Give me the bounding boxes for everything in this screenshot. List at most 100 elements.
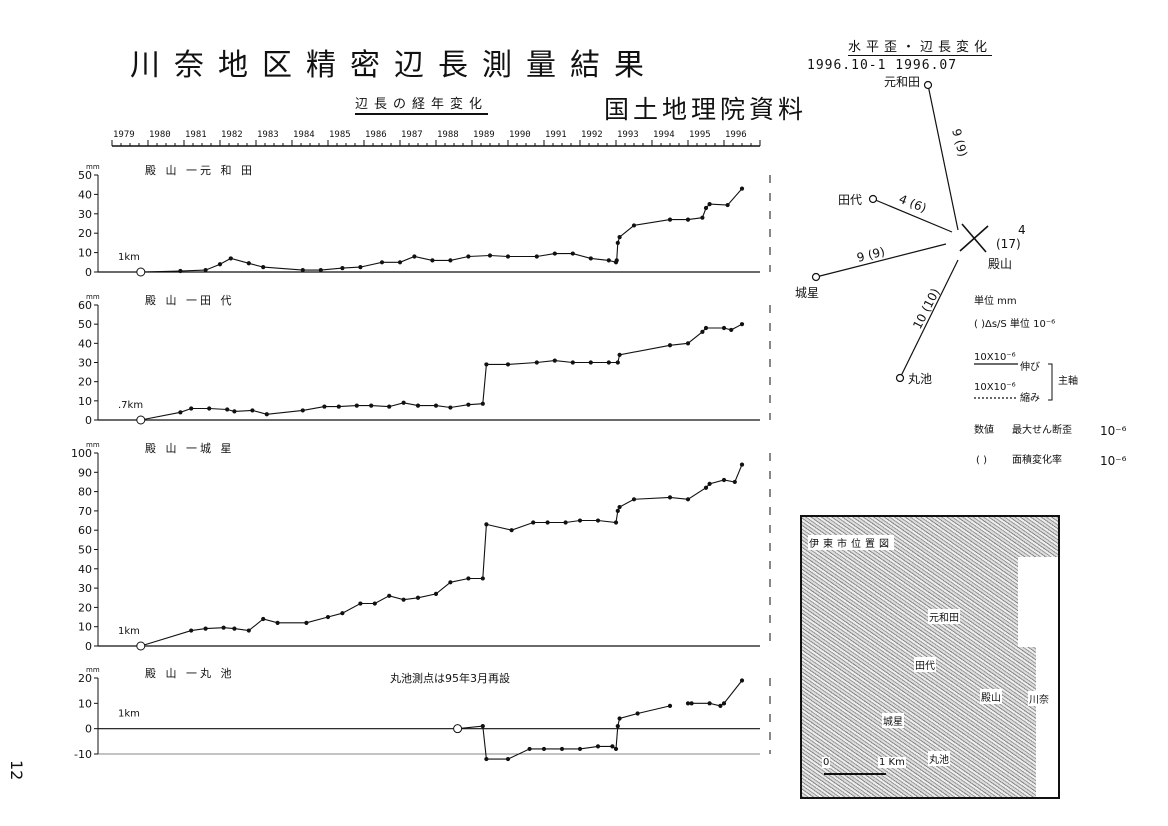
data-point bbox=[617, 504, 622, 510]
y-tick-label: 50 bbox=[78, 169, 92, 182]
data-point bbox=[739, 186, 745, 191]
data-point bbox=[232, 409, 237, 414]
data-point bbox=[433, 403, 439, 408]
data-point bbox=[707, 202, 712, 207]
y-tick-label: 0 bbox=[85, 640, 92, 653]
data-point bbox=[534, 254, 539, 259]
data-point bbox=[739, 678, 745, 683]
data-point bbox=[484, 756, 489, 762]
data-point bbox=[606, 360, 611, 365]
data-point bbox=[595, 518, 601, 523]
data-point bbox=[613, 520, 619, 525]
data-point bbox=[505, 756, 511, 762]
series-line bbox=[140, 323, 743, 421]
y-tick-label: 40 bbox=[78, 188, 92, 201]
data-point bbox=[354, 403, 359, 408]
data-point bbox=[387, 404, 392, 409]
y-tick-label: -10 bbox=[74, 748, 92, 761]
edge-maruike bbox=[899, 259, 959, 379]
year-tick-label: 1996 bbox=[725, 130, 747, 140]
map-title: 伊東市位置図 bbox=[808, 535, 894, 550]
data-point bbox=[685, 341, 691, 346]
legend-comp-label: 縮み bbox=[1020, 391, 1040, 404]
data-point bbox=[232, 626, 237, 631]
map-scale-bar bbox=[824, 773, 886, 775]
year-tick-label: 1987 bbox=[401, 130, 423, 140]
year-tick-label: 1979 bbox=[113, 130, 135, 140]
baseline-label: 1km bbox=[118, 252, 140, 263]
y-tick-label: 60 bbox=[78, 524, 92, 537]
data-point bbox=[340, 266, 345, 271]
data-point bbox=[685, 217, 691, 222]
legend-area-unit: 10⁻⁶ bbox=[1100, 454, 1127, 468]
data-point bbox=[358, 601, 363, 606]
y-tick-label: 30 bbox=[78, 357, 92, 370]
edge-joboshi-value: 9 (9) bbox=[855, 244, 886, 264]
y-tick-label: 30 bbox=[78, 208, 92, 221]
data-point bbox=[615, 240, 620, 245]
map-label-joboshi: 城星 bbox=[882, 713, 904, 728]
data-point bbox=[595, 744, 601, 749]
data-point bbox=[430, 258, 435, 263]
data-point bbox=[700, 329, 705, 334]
legend-unit: 単位 mm bbox=[974, 294, 1017, 307]
diagram-period: 1996.10-1 1996.07 bbox=[807, 58, 958, 73]
data-point bbox=[261, 616, 266, 622]
y-tick-label: 0 bbox=[85, 723, 92, 736]
data-point bbox=[466, 254, 471, 259]
data-point bbox=[577, 746, 583, 752]
data-point bbox=[739, 322, 745, 327]
edge-motowada bbox=[927, 84, 959, 231]
data-point bbox=[685, 497, 691, 502]
data-point bbox=[480, 576, 485, 581]
data-point bbox=[246, 261, 251, 266]
station-motowada-marker bbox=[923, 80, 933, 90]
data-point bbox=[484, 362, 489, 367]
data-point bbox=[304, 620, 309, 625]
data-point bbox=[246, 628, 251, 633]
origin-marker bbox=[136, 641, 146, 651]
y-tick-label: 100 bbox=[71, 447, 92, 460]
data-point bbox=[721, 701, 727, 706]
diagram-title: 水平歪・辺長変化 bbox=[848, 36, 993, 56]
data-point bbox=[178, 410, 183, 415]
y-unit-label: mm bbox=[86, 293, 100, 301]
year-tick-label: 1994 bbox=[653, 130, 675, 140]
data-point bbox=[487, 253, 493, 258]
data-point bbox=[505, 254, 511, 259]
data-point bbox=[703, 485, 709, 490]
data-point bbox=[448, 580, 453, 585]
year-tick-label: 1983 bbox=[257, 130, 279, 140]
y-unit-label: mm bbox=[86, 441, 100, 449]
data-point bbox=[606, 258, 611, 263]
station-joboshi-label: 城星 bbox=[795, 286, 819, 300]
data-point bbox=[739, 462, 745, 467]
data-point bbox=[300, 408, 305, 413]
data-point bbox=[527, 746, 532, 752]
data-point bbox=[225, 407, 230, 412]
map-label-tashiro: 田代 bbox=[914, 657, 936, 672]
data-point bbox=[264, 412, 269, 417]
y-tick-label: 50 bbox=[78, 318, 92, 331]
y-tick-label: 90 bbox=[78, 466, 92, 479]
map-scale-0: 0 bbox=[822, 757, 831, 768]
data-point bbox=[545, 520, 550, 525]
year-tick-label: 1984 bbox=[293, 130, 315, 140]
data-point bbox=[541, 746, 547, 752]
legend-max-shear-prefix: 数値 bbox=[974, 423, 994, 436]
data-point bbox=[203, 626, 208, 631]
y-tick-label: 20 bbox=[78, 376, 92, 389]
data-point bbox=[732, 479, 737, 485]
data-point bbox=[221, 625, 226, 630]
data-point bbox=[433, 591, 439, 596]
data-point bbox=[700, 215, 705, 220]
y-tick-label: 40 bbox=[78, 563, 92, 576]
legend-area-prefix: ( ) bbox=[976, 455, 987, 466]
data-point bbox=[667, 343, 673, 348]
station-tashiro-marker bbox=[868, 194, 878, 204]
year-tick-label: 1988 bbox=[437, 130, 459, 140]
data-point bbox=[721, 477, 727, 483]
data-point bbox=[707, 701, 712, 706]
y-tick-label: 10 bbox=[78, 697, 92, 710]
principal-axis-comp bbox=[959, 225, 989, 252]
